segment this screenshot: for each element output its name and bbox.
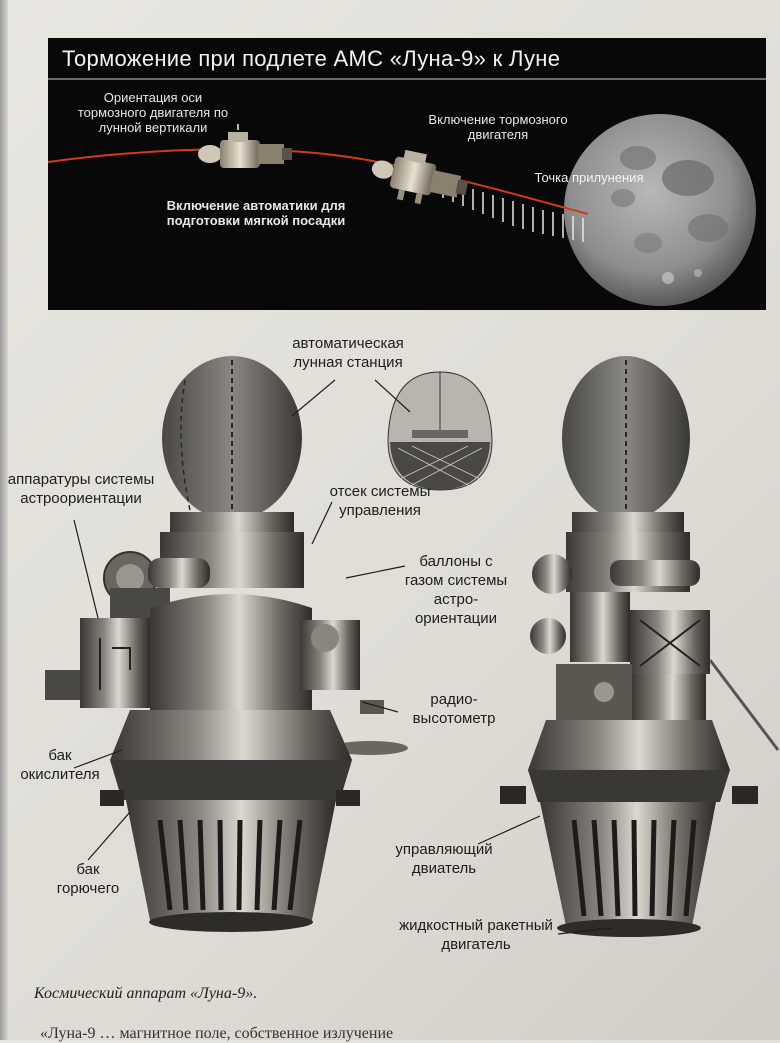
label-gas-cylinders: баллоны с газом системы астро- ориентаци… — [404, 553, 508, 627]
label-automatics: Включение автоматики для подготовки мягк… — [166, 198, 346, 228]
label-radio-altimeter: радио- высотометр — [412, 691, 496, 727]
body-text-fragment: «Луна-9 … магнитное поле, собственное из… — [40, 1025, 394, 1042]
banner-title: Торможение при подлете АМС «Луна-9» к Лу… — [62, 46, 561, 71]
spacecraft-2-icon — [371, 149, 469, 205]
title-divider — [48, 78, 766, 80]
label-landing-point: Точка прилунения — [534, 170, 644, 185]
spacecraft-front-view — [45, 356, 408, 932]
moon-image — [564, 114, 756, 306]
trajectory-line — [48, 148, 589, 215]
spacecraft-1-icon — [198, 124, 292, 168]
page-binding-edge — [0, 0, 8, 1040]
label-engine-on: Включение тормозного двигателя — [428, 112, 568, 142]
spacecraft-drawings — [45, 356, 780, 937]
label-orientation: Ориентация оси тормозного двигателя по л… — [77, 90, 229, 135]
label-control-compartment: отсек системы управления — [329, 483, 431, 519]
label-control-engine: управляющий двиатель — [395, 841, 493, 877]
braking-dashes — [442, 180, 584, 242]
spacecraft-side-view — [500, 356, 780, 937]
braking-illustration-banner: Торможение при подлете АМС «Луна-9» к Лу… — [48, 38, 766, 310]
label-rocket-engine: жидкостный ракетный двигатель — [399, 917, 553, 953]
label-station: автоматическая лунная станция — [292, 335, 404, 371]
station-cutaway — [387, 371, 493, 491]
figure-caption: Космический аппарат «Луна-9». — [34, 985, 258, 1002]
label-fuel-tank: бак горючего — [56, 861, 120, 897]
spacecraft-diagram: автоматическая лунная станция аппаратуры… — [0, 320, 780, 980]
banner-artwork — [48, 114, 756, 306]
label-astro-equipment: аппаратуры системы астроориентации — [7, 471, 155, 507]
leader-lines — [73, 379, 613, 935]
label-oxidizer-tank: бак окислителя — [20, 747, 100, 783]
